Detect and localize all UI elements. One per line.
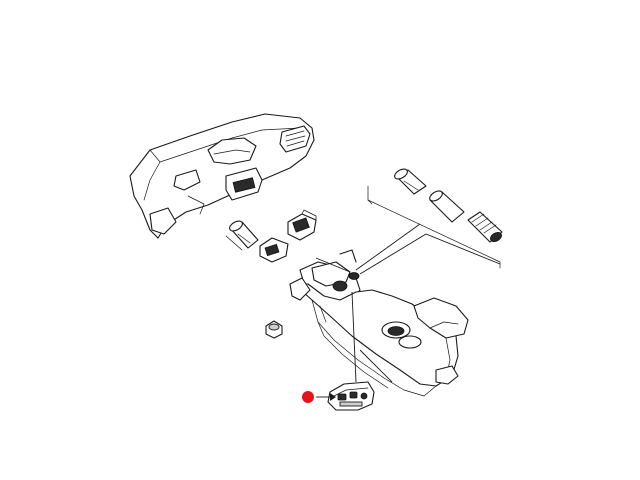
callout-marker[interactable] xyxy=(302,391,336,403)
leader-line-upper xyxy=(315,257,351,273)
switch-module-square[interactable] xyxy=(287,209,317,241)
lighter-socket[interactable] xyxy=(467,211,503,244)
center-console[interactable] xyxy=(289,249,469,397)
callout-arrowhead xyxy=(330,393,336,401)
leader-line-lighter-2 xyxy=(359,233,501,275)
highlight-dot xyxy=(302,391,314,403)
leader-line-console xyxy=(359,349,393,383)
power-socket[interactable] xyxy=(225,219,289,263)
lighter-plug[interactable] xyxy=(393,167,427,195)
usb-aux-port-module[interactable] xyxy=(327,381,375,411)
cap-nut[interactable] xyxy=(265,320,283,339)
cigarette-lighter-set[interactable] xyxy=(367,167,503,269)
leader-line-usb xyxy=(351,291,357,383)
lighter-sleeve[interactable] xyxy=(428,189,465,223)
leader-line-lighter xyxy=(355,223,421,271)
leader-lines xyxy=(315,223,501,383)
dashboard-assembly[interactable] xyxy=(129,113,315,239)
